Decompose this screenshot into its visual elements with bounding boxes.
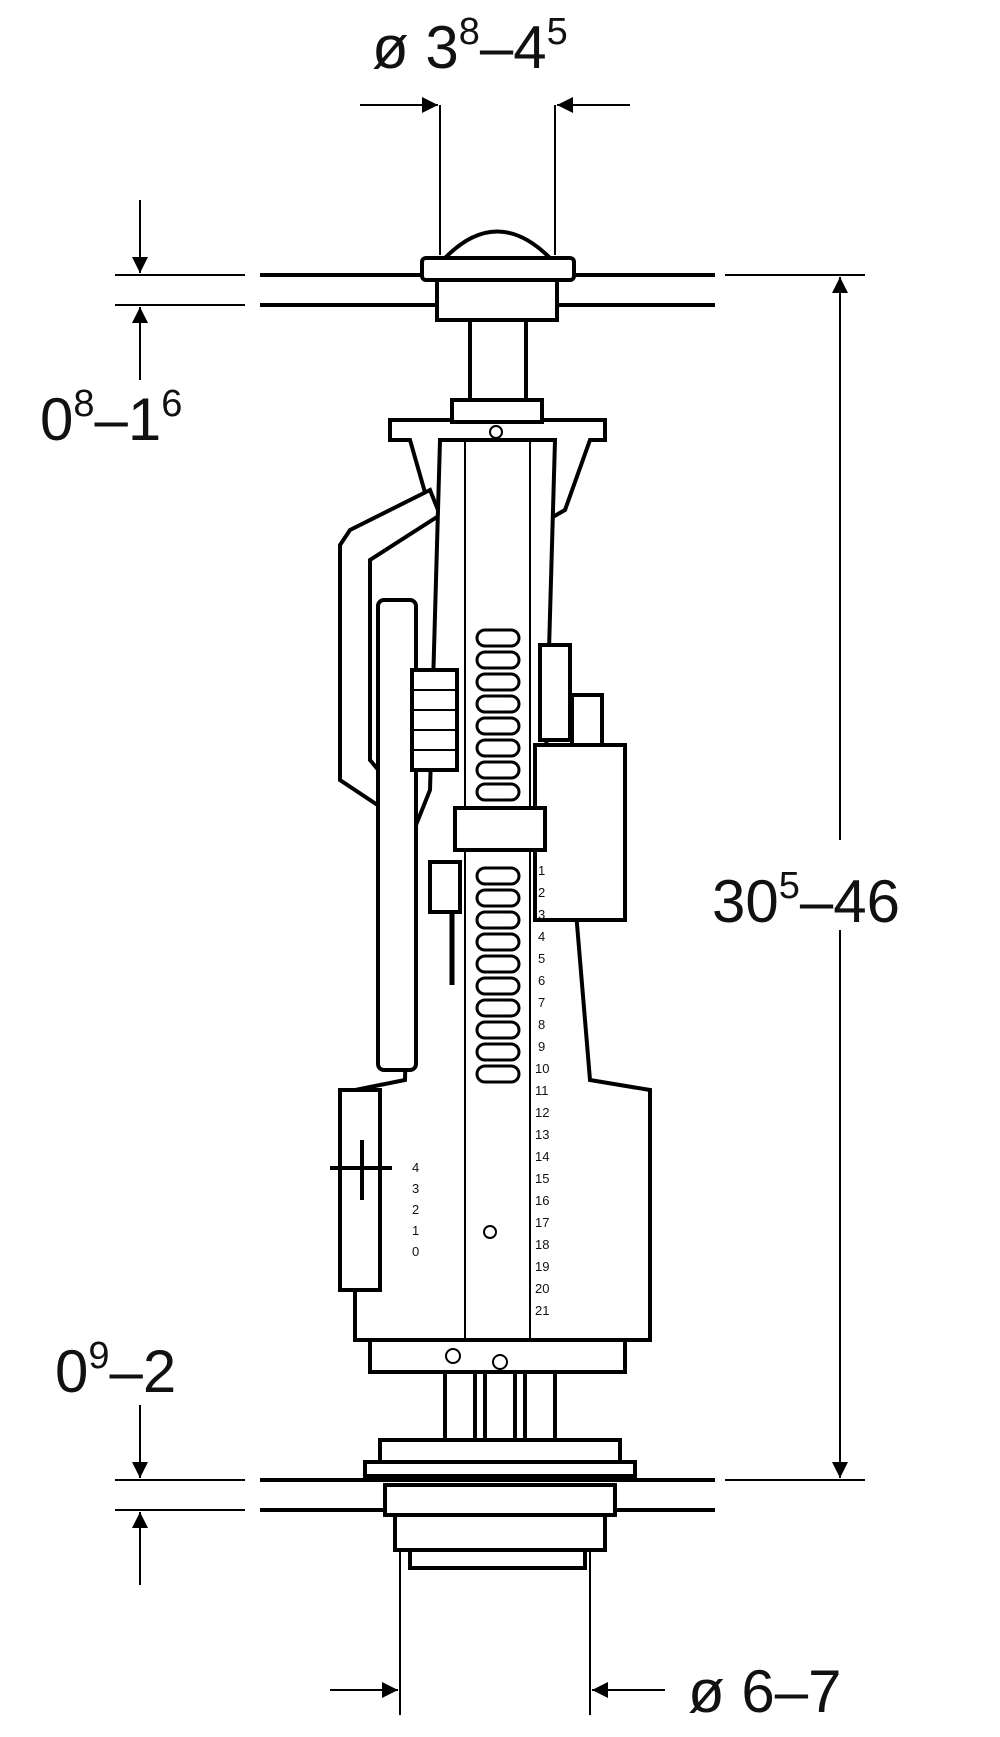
height-ladder [410, 668, 459, 772]
button-diameter-label: ø 38–45 [372, 11, 568, 81]
height-dimension: 305–46 [712, 277, 900, 1478]
button-diameter-dimension: ø 38–45 [360, 11, 630, 255]
scale-mark: 9 [538, 1039, 545, 1054]
latch [428, 860, 462, 985]
scale-mark: 6 [538, 973, 545, 988]
scale-mark: 7 [538, 995, 545, 1010]
left-scale-mark: 1 [412, 1223, 419, 1238]
left-scale-mark: 4 [412, 1160, 419, 1175]
float-column [376, 598, 418, 1072]
side-box [533, 643, 627, 922]
outlet-diameter-dimension: ø 6–7 [330, 1550, 841, 1725]
scale-mark: 12 [535, 1105, 549, 1120]
scale-mark: 13 [535, 1127, 549, 1142]
scale-mark: 21 [535, 1303, 549, 1318]
scale-mark: 2 [538, 885, 545, 900]
scale-mark: 5 [538, 951, 545, 966]
outlet-thread [383, 1483, 617, 1570]
left-scale-mark: 0 [412, 1244, 419, 1259]
left-scale-mark: 3 [412, 1181, 419, 1196]
scale-mark: 17 [535, 1215, 549, 1230]
scale-mark: 20 [535, 1281, 549, 1296]
height-label: 305–46 [712, 865, 900, 935]
right-scale: 1 2 3 4 5 6 7 8 9 10 11 12 13 14 15 16 1… [535, 863, 549, 1318]
scale-mark: 16 [535, 1193, 549, 1208]
scale-mark: 3 [538, 907, 545, 922]
plate-thickness-label: 08–16 [40, 383, 182, 453]
scale-mark: 4 [538, 929, 545, 944]
flush-button [420, 229, 576, 402]
bottom-thickness-dimension: 09–2 [55, 1335, 176, 1585]
scale-mark: 1 [538, 863, 545, 878]
scale-mark: 18 [535, 1237, 549, 1252]
shaft-clamp [453, 806, 547, 852]
scale-mark: 8 [538, 1017, 545, 1032]
scale-mark: 10 [535, 1061, 549, 1076]
plate-thickness-dimension: 08–16 [40, 200, 182, 453]
outlet-diameter-label: ø 6–7 [688, 1658, 841, 1725]
scale-mark: 11 [535, 1083, 549, 1098]
left-scale-mark: 2 [412, 1202, 419, 1217]
valve-base [363, 1338, 637, 1478]
scale-mark: 14 [535, 1149, 549, 1164]
scale-mark: 15 [535, 1171, 549, 1186]
bottom-thickness-label: 09–2 [55, 1335, 176, 1405]
scale-mark: 19 [535, 1259, 549, 1274]
left-scale: 4 3 2 1 0 [330, 1088, 497, 1292]
shaft-slots [475, 628, 521, 1084]
